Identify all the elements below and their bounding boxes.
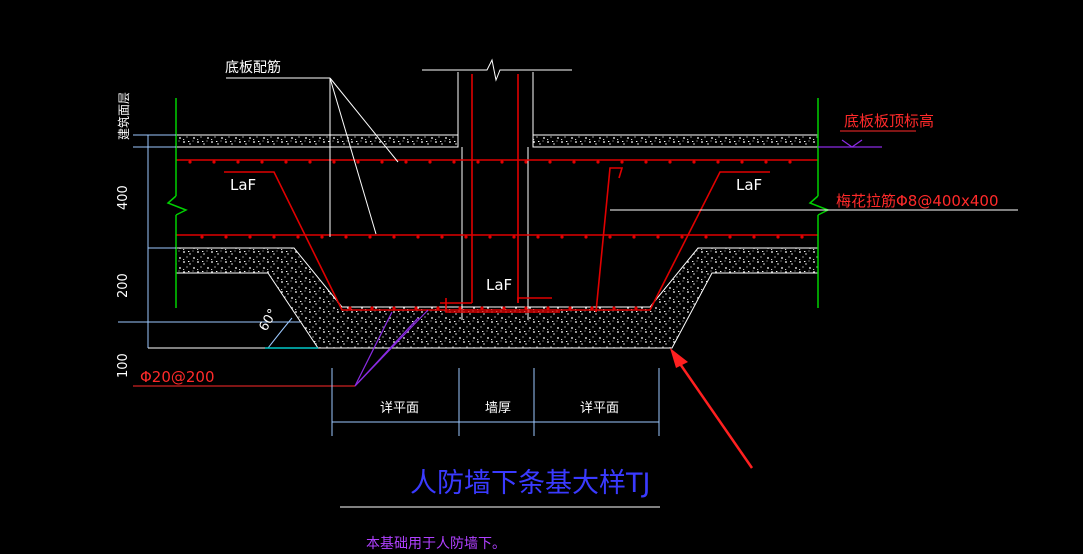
rebar-dot (344, 235, 348, 239)
rebar-dot (356, 160, 360, 164)
rebar-dot (320, 235, 324, 239)
rebar-dot (728, 235, 732, 239)
rebar-dot (452, 160, 456, 164)
rebar-dot (248, 235, 252, 239)
dim-100: 100 (116, 353, 131, 378)
leader-bottom-bars (354, 139, 882, 387)
rebar-dot (716, 160, 720, 164)
rebar-dot (436, 306, 440, 310)
label-see-plan-right: 详平面 (580, 401, 619, 416)
rebar-dot (692, 160, 696, 164)
left-dimensions (118, 134, 300, 348)
rebar-dot (524, 306, 528, 310)
rebar-dot (308, 160, 312, 164)
rebar-dot (392, 235, 396, 239)
rebar-dot (548, 160, 552, 164)
annotation-underlines (133, 130, 916, 387)
rebar-dot (348, 306, 352, 310)
label-laf-left: LaF (230, 176, 256, 194)
label-wall-thickness: 墙厚 (485, 401, 511, 416)
dim-400: 400 (116, 185, 131, 210)
rebar-dot (260, 160, 264, 164)
rebar-dot (236, 160, 240, 164)
rebar-dot (500, 160, 504, 164)
label-slab-top-elev: 底板板顶标高 (844, 112, 934, 130)
rebar-dot (704, 235, 708, 239)
rebar-dot (740, 160, 744, 164)
rebar-dot (224, 235, 228, 239)
rebar-dot (620, 160, 624, 164)
rebar-dot (608, 235, 612, 239)
rebar-dot (284, 160, 288, 164)
rebar-dot (590, 306, 594, 310)
rebar-dot (368, 235, 372, 239)
label-tie-bars: 梅花拉筋Φ8@400x400 (836, 192, 999, 210)
rebar-dot (800, 235, 804, 239)
rebar-dot (632, 235, 636, 239)
dim-200: 200 (116, 273, 131, 298)
rebar-dot (634, 306, 638, 310)
rebar-dot (428, 160, 432, 164)
rebar-dot (272, 235, 276, 239)
angle-arc (267, 317, 293, 349)
rebar-dot (332, 160, 336, 164)
rebar-dot (644, 160, 648, 164)
bottom-dimension-chain (331, 368, 660, 436)
rebar-dot (568, 306, 572, 310)
slab-outline (148, 146, 818, 349)
rebar-dot (776, 235, 780, 239)
rebar-dot (296, 235, 300, 239)
drawing-title: 人防墙下条基大样TJ (410, 468, 650, 499)
rebar-dot (584, 235, 588, 239)
rebar-dot (416, 235, 420, 239)
label-bottom-bars: Φ20@200 (140, 368, 215, 386)
rebar-dot (458, 306, 462, 310)
drawing-note: 本基础用于人防墙下。 (366, 535, 506, 552)
rebar-dot (464, 235, 468, 239)
wall-stub (422, 58, 572, 320)
rebar-dot (502, 306, 506, 310)
rebar-dot (680, 235, 684, 239)
rebar-dot (392, 306, 396, 310)
rebar-dot (476, 160, 480, 164)
rebar-dot (200, 235, 204, 239)
rebar-dot (546, 306, 550, 310)
concrete-cushion (175, 247, 819, 349)
label-angle: 60° (256, 307, 281, 334)
rebar-dot (370, 306, 374, 310)
rebar-dot (752, 235, 756, 239)
rebar-dot (560, 235, 564, 239)
rebar-dots (188, 160, 804, 310)
red-arrow (670, 348, 754, 469)
rebar-dot (440, 235, 444, 239)
concrete-top-layer (175, 134, 819, 148)
rebar-dot (512, 235, 516, 239)
rebar-dot (404, 160, 408, 164)
rebar-dot (536, 235, 540, 239)
tie-bar (595, 167, 624, 313)
rebar-dot (414, 306, 418, 310)
rebar-dot (668, 160, 672, 164)
label-see-plan-left: 详平面 (380, 401, 419, 416)
rebar-dot (380, 160, 384, 164)
rebar-dot (572, 160, 576, 164)
label-laf-center: LaF (486, 276, 512, 294)
rebar-dot (788, 160, 792, 164)
rebar-dot (212, 160, 216, 164)
rebar-dot (656, 235, 660, 239)
rebar-dot (480, 306, 484, 310)
rebar-dot (596, 160, 600, 164)
label-floor-reinf: 底板配筋 (225, 59, 281, 76)
rebar-dot (612, 306, 616, 310)
rebar-group (176, 74, 818, 313)
trough-rebar (224, 171, 770, 311)
label-building-surface: 建筑面层 (116, 92, 131, 140)
rebar-dot (188, 160, 192, 164)
rebar-dot (524, 160, 528, 164)
rebar-dot (764, 160, 768, 164)
leader-floor-reinf (226, 77, 1018, 237)
label-laf-right: LaF (736, 176, 762, 194)
rebar-dot (488, 235, 492, 239)
